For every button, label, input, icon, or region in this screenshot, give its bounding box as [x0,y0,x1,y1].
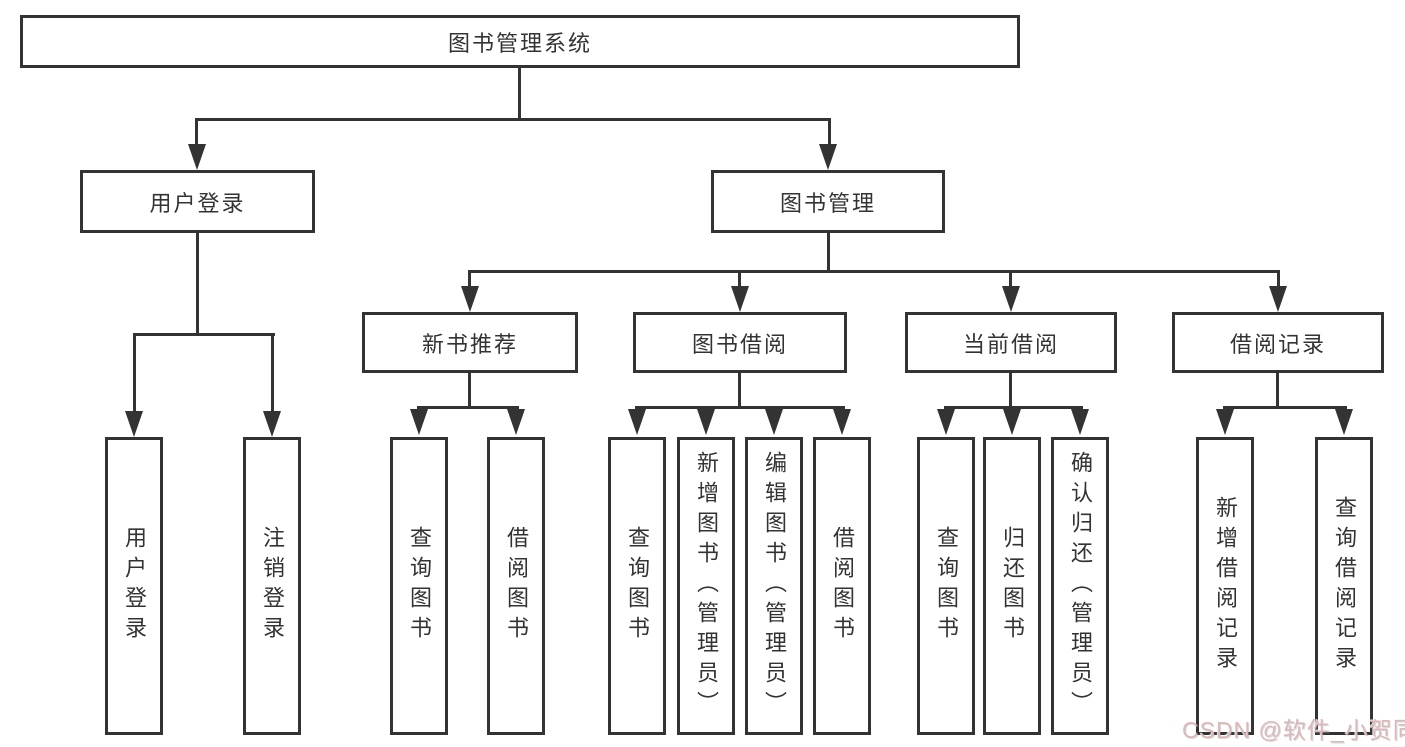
arrow-down-icon [628,409,646,435]
leaf-query-books-current: 查询图书 [917,437,975,735]
leaf-query-books-borrowing: 查询图书 [608,437,666,735]
arrow-down-icon [1269,286,1287,312]
csdn-watermark: CSDN @软件_小贺同学 [1182,717,1405,743]
leaf-user-login: 用户登录 [105,437,163,735]
arrow-down-icon [410,409,428,435]
arrow-down-icon [1003,409,1021,435]
connector-line [1276,371,1279,408]
node-borrowing-records: 借阅记录 [1172,312,1384,373]
arrow-down-icon [819,144,837,170]
connector-line [738,272,741,288]
connector-line [133,333,136,413]
leaf-add-book-admin: 新增图书（管理员） [677,437,735,735]
leaf-add-borrow-record: 新增借阅记录 [1196,437,1254,735]
leaf-query-books-recommend: 查询图书 [390,437,448,735]
node-current-borrowing: 当前借阅 [905,312,1117,373]
connector-line [417,406,519,409]
arrow-down-icon [731,286,749,312]
arrow-down-icon [263,411,281,437]
node-book-management: 图书管理 [711,170,945,233]
leaf-query-borrow-record: 查询借阅记录 [1315,437,1373,735]
connector-line [738,371,741,408]
connector-line [635,406,845,409]
arrow-down-icon [507,409,525,435]
leaf-borrow-books-recommend: 借阅图书 [487,437,545,735]
arrow-down-icon [461,286,479,312]
arrow-down-icon [188,144,206,170]
arrow-down-icon [937,409,955,435]
arrow-down-icon [833,409,851,435]
arrow-down-icon [1002,286,1020,312]
arrow-down-icon [765,409,783,435]
connector-line [196,231,199,335]
connector-line [133,333,275,336]
leaf-confirm-return-admin: 确认归还（管理员） [1051,437,1109,735]
node-root: 图书管理系统 [20,15,1020,68]
leaf-edit-book-admin: 编辑图书（管理员） [745,437,803,735]
connector-line [1009,371,1012,408]
connector-line [518,66,521,120]
connector-line [195,118,831,121]
node-book-borrowing: 图书借阅 [633,312,847,373]
node-new-book-recommendation: 新书推荐 [362,312,578,373]
arrow-down-icon [1071,409,1089,435]
connector-line [1277,272,1280,288]
connector-line [468,371,471,408]
connector-line [827,231,830,273]
connector-line [944,406,1083,409]
leaf-return-books: 归还图书 [983,437,1041,735]
arrow-down-icon [125,411,143,437]
connector-line [1009,272,1012,288]
connector-line [1223,406,1347,409]
connector-line [468,270,1280,273]
arrow-down-icon [697,409,715,435]
connector-line [468,272,471,288]
connector-line [828,118,831,146]
leaf-borrow-books-borrowing: 借阅图书 [813,437,871,735]
connector-line [271,333,274,413]
arrow-down-icon [1216,409,1234,435]
connector-line [195,118,198,146]
arrow-down-icon [1335,409,1353,435]
node-user-login: 用户登录 [80,170,315,233]
leaf-logout: 注销登录 [243,437,301,735]
